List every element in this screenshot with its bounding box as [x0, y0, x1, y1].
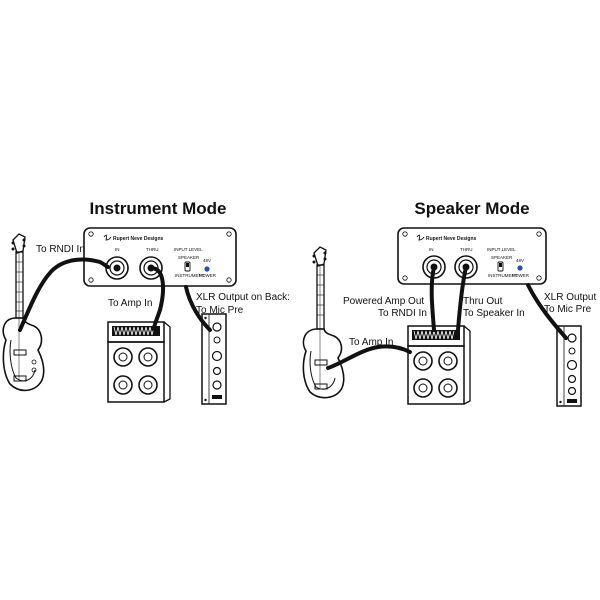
thru-to-amp-cable [149, 266, 166, 331]
rndi-thru-jack-icon [454, 255, 478, 279]
rndi-input-level-label: INPUT LEVEL [487, 247, 516, 252]
to-amp-in-label: To Amp In [349, 337, 393, 348]
xlr-to-mic-pre-cable [526, 283, 568, 340]
rndi-48v-label: 48V [516, 258, 524, 263]
speaker-mode-title: Speaker Mode [414, 199, 529, 218]
rndi-instrument-label: INSTRUMENT [488, 273, 518, 278]
rndi-thru-jack-icon [139, 256, 163, 280]
rndi-thru-label: THRU [146, 247, 159, 252]
xlr-to-mic-pre-cable [184, 285, 212, 332]
powered-amp-out-label-line1: Powered Amp Out [343, 296, 424, 307]
rndi-box-icon: Rupert Neve Designs IN THRU INPUT LEVEL … [397, 227, 547, 285]
rnd-logo-icon [416, 234, 425, 241]
power-led-icon [517, 265, 523, 271]
rndi-instrument-label: INSTRUMENT [175, 273, 205, 278]
rndi-speaker-label: SPEAKER [178, 255, 200, 260]
rndi-48v-label: 48V [203, 258, 211, 263]
mic-pre-module-icon [201, 313, 227, 405]
rndi-speaker-label: SPEAKER [491, 255, 513, 260]
mic-pre-module-icon [556, 325, 582, 407]
rndi-in-label: IN [429, 247, 434, 252]
rndi-thru-label: THRU [460, 247, 473, 252]
instrument-mode-panel: Instrument Mode Rupert Neve Designs IN T… [2, 199, 290, 405]
amp-stack-icon [107, 321, 171, 403]
rndi-in-label: IN [115, 247, 120, 252]
input-level-switch-icon [497, 261, 504, 272]
input-level-switch-icon [184, 261, 191, 272]
xlr-output-label-line1: XLR Output [544, 292, 596, 303]
guitar-to-rndi-in-cable [18, 257, 110, 332]
power-led-icon [204, 266, 210, 272]
powered-amp-out-label-line2: To RNDI In [378, 308, 427, 319]
thru-out-label-line2: To Speaker In [463, 308, 525, 319]
amp-stack-icon [407, 325, 471, 405]
rndi-power-label: POWER [512, 273, 530, 278]
to-rndi-in-label: To RNDI In [36, 244, 85, 255]
rndi-brand-label: Rupert Neve Designs [113, 236, 164, 242]
xlr-output-label-line1: XLR Output on Back: [196, 292, 290, 303]
bass-guitar-icon [302, 246, 345, 399]
rndi-power-label: POWER [199, 273, 217, 278]
thru-out-to-speaker-cable [456, 265, 468, 332]
to-amp-in-label: To Amp In [108, 298, 152, 309]
amp-out-to-rndi-in-cable [429, 265, 436, 332]
rnd-logo-icon [103, 234, 112, 241]
thru-out-label-line1: Thru Out [463, 296, 503, 307]
xlr-output-label-line2: To Mic Pre [544, 304, 592, 315]
speaker-mode-panel: Speaker Mode Rupert Neve Designs IN THRU… [302, 199, 596, 407]
guitar-to-amp-in-cable [326, 344, 412, 370]
instrument-mode-title: Instrument Mode [90, 199, 227, 218]
rndi-input-level-label: INPUT LEVEL [174, 247, 203, 252]
xlr-output-label-line2: To Mic Pre [196, 305, 244, 316]
rndi-brand-label: Rupert Neve Designs [426, 236, 477, 242]
bass-guitar-icon [2, 233, 45, 392]
